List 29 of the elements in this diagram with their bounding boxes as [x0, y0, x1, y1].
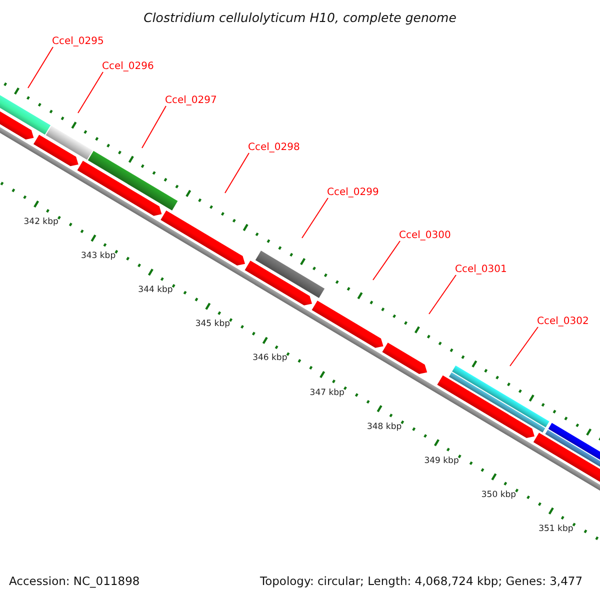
- leader-line: [28, 46, 54, 88]
- gene-label: Ccel_0296: [102, 61, 154, 73]
- leader-line: [428, 274, 456, 314]
- leader-line: [78, 72, 104, 114]
- gene-label: Ccel_0301: [455, 264, 507, 276]
- leader-line: [302, 198, 328, 238]
- scale-label: 346 kbp: [252, 353, 288, 364]
- scale-label: 348 kbp: [367, 422, 402, 432]
- gene-label: Ccel_0297: [165, 95, 217, 107]
- gene-label: Ccel_0295: [52, 36, 104, 48]
- scale-label: 347 kbp: [310, 388, 344, 398]
- leader-line: [224, 152, 250, 194]
- gene-label: Ccel_0299: [327, 187, 379, 199]
- leader-line: [142, 106, 166, 148]
- map-title: Clostridium cellulolyticum H10, complete genome: [142, 10, 458, 25]
- scale-label: 351 kbp: [538, 524, 574, 534]
- scale-label: 349 kbp: [424, 456, 459, 466]
- leader-line: [372, 240, 400, 280]
- gene-label: Ccel_0302: [537, 316, 589, 328]
- scale-label: 343 kbp: [80, 251, 116, 262]
- scale-label: 342 kbp: [24, 217, 58, 227]
- gene-label: Ccel_0298: [248, 142, 300, 154]
- accession-text: Accession: NC_011898: [9, 574, 140, 588]
- leader-line: [510, 326, 538, 366]
- scale-label: 350 kbp: [481, 490, 516, 500]
- genome-stats-text: Topology: circular; Length: 4,068,724 kbp; Genes: 3,477: [260, 574, 583, 588]
- scale-label: 344 kbp: [138, 285, 173, 296]
- scale-label: 345 kbp: [195, 319, 230, 330]
- gene-label: Ccel_0300: [399, 230, 451, 242]
